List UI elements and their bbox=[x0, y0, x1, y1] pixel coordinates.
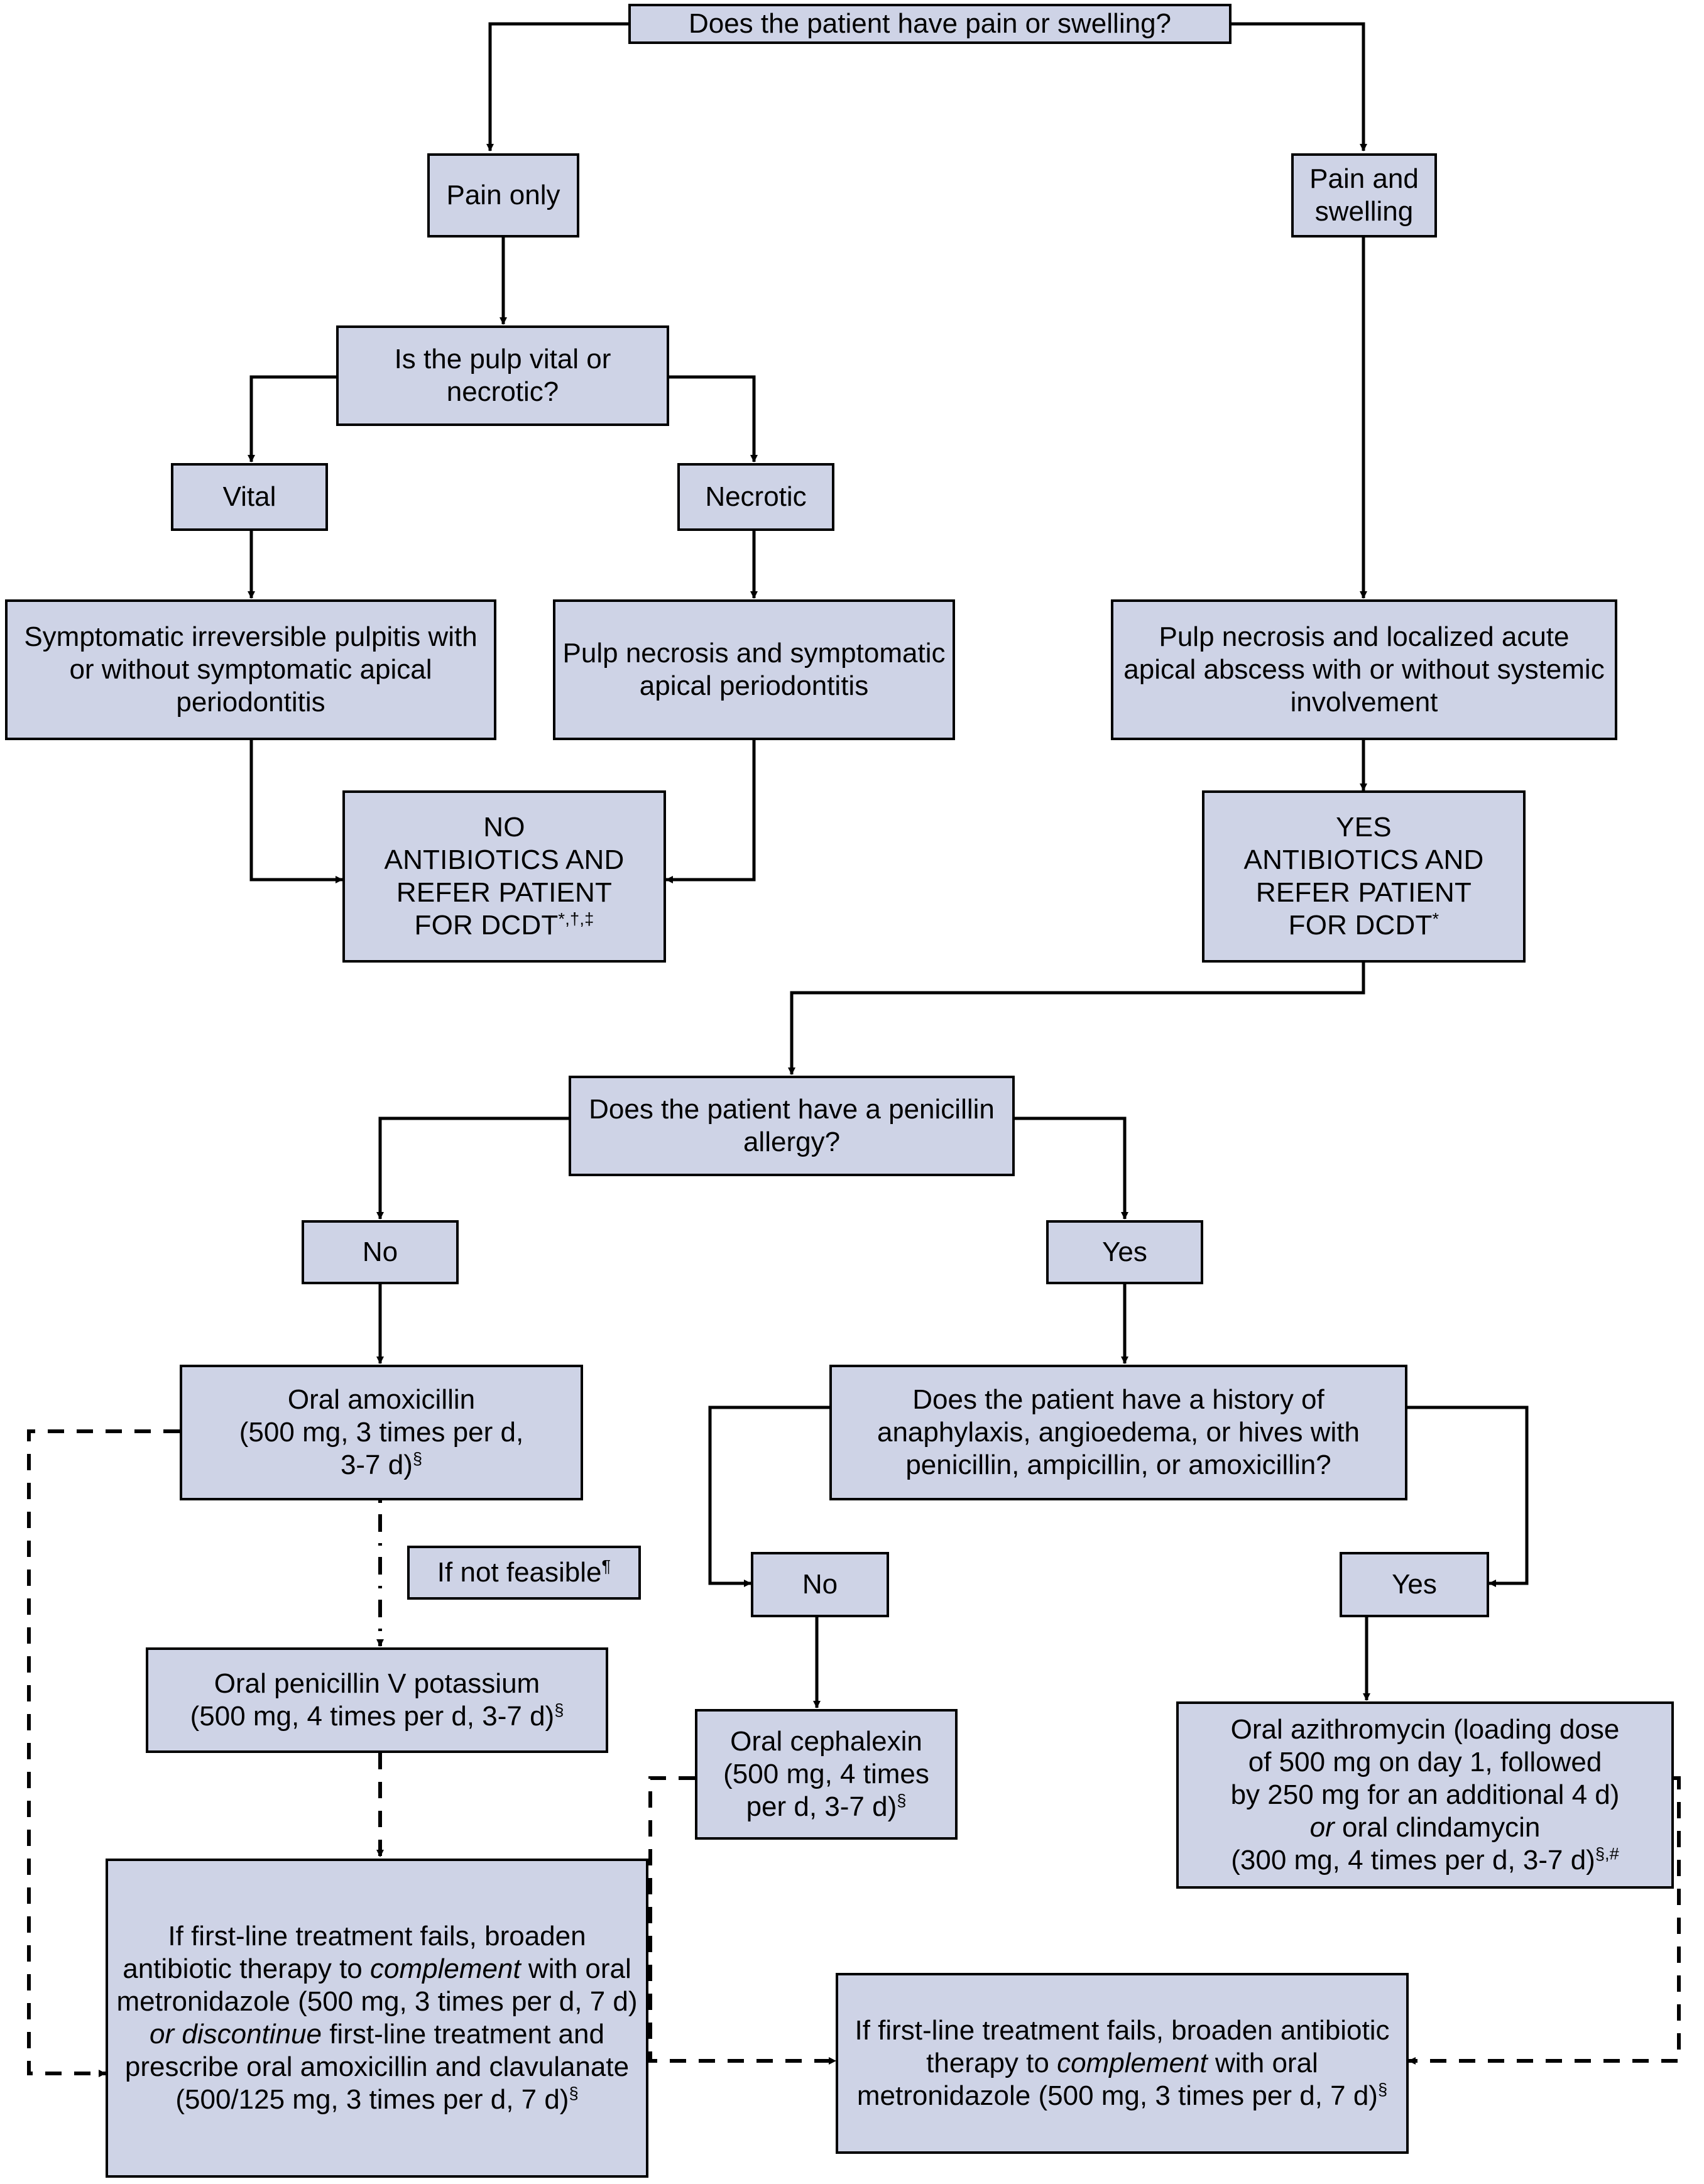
node-diagnosis-pulp-necrosis-sap[interactable]: Pulp necrosis and symptomatic apical per… bbox=[553, 599, 955, 740]
ceph-line-3: per d, 3-7 d) bbox=[746, 1791, 897, 1822]
node-allergy-no[interactable]: No bbox=[302, 1220, 459, 1284]
footnote-marker: § bbox=[554, 1700, 564, 1720]
yes-abx-line-1: YES bbox=[1336, 812, 1392, 843]
node-anaphylaxis-no[interactable]: No bbox=[751, 1552, 889, 1617]
node-allergy-yes[interactable]: Yes bbox=[1046, 1220, 1203, 1284]
node-label: NO ANTIBIOTICS AND REFER PATIENT FOR DCD… bbox=[351, 811, 657, 942]
fb-right-seg-2: with oral metronidazole (500 mg, 3 times… bbox=[856, 2048, 1378, 2111]
node-rx-penicillin-v-potassium[interactable]: Oral penicillin V potassium (500 mg, 4 t… bbox=[146, 1647, 608, 1753]
yes-abx-line-3: REFER PATIENT bbox=[1255, 877, 1472, 908]
node-label: No bbox=[362, 1237, 398, 1268]
node-label: Pain and swelling bbox=[1309, 163, 1419, 227]
node-vital[interactable]: Vital bbox=[171, 463, 328, 531]
no-abx-line-1: NO bbox=[483, 812, 525, 843]
azi-line-5: (300 mg, 4 times per d, 3-7 d) bbox=[1231, 1844, 1595, 1876]
footnote-marker: § bbox=[569, 2083, 579, 2103]
no-abx-line-4: FOR DCDT bbox=[414, 909, 559, 941]
node-diagnosis-acute-apical-abscess[interactable]: Pulp necrosis and localized acute apical… bbox=[1111, 599, 1617, 740]
node-label: Does the patient have a penicillin aller… bbox=[589, 1094, 995, 1157]
footnote-marker: *,†,‡ bbox=[558, 909, 594, 929]
node-question-pain-or-swelling[interactable]: Does the patient have pain or swelling? bbox=[628, 4, 1232, 44]
ceph-line-2: (500 mg, 4 times bbox=[723, 1759, 929, 1790]
node-label: If first-line treatment fails, broaden a… bbox=[844, 2014, 1400, 2112]
footnote-marker: ¶ bbox=[601, 1556, 611, 1576]
node-label: Vital bbox=[222, 481, 276, 513]
yes-abx-line-4: FOR DCDT bbox=[1288, 909, 1433, 941]
node-label: If first-line treatment fails, broaden a… bbox=[114, 1920, 640, 2116]
node-label: Necrotic bbox=[705, 481, 807, 513]
footnote-marker: § bbox=[412, 1448, 423, 1468]
node-label: YES ANTIBIOTICS AND REFER PATIENT FOR DC… bbox=[1211, 811, 1517, 942]
azi-line-3: by 250 mg for an additional 4 d) bbox=[1230, 1779, 1620, 1811]
node-label: Symptomatic irreversible pulpitis with o… bbox=[24, 621, 478, 718]
footnote-marker: * bbox=[1432, 909, 1439, 929]
fb-left-italic-2: or discontinue bbox=[150, 2019, 322, 2050]
node-label: Oral amoxicillin (500 mg, 3 times per d,… bbox=[188, 1384, 574, 1482]
node-if-not-feasible[interactable]: If not feasible¶ bbox=[407, 1546, 641, 1600]
pcnv-line-1: Oral penicillin V potassium bbox=[214, 1668, 540, 1700]
amox-line-2: (500 mg, 3 times per d, bbox=[239, 1417, 524, 1448]
node-label: No bbox=[802, 1569, 838, 1600]
footnote-marker: § bbox=[1377, 2079, 1388, 2099]
node-necrotic[interactable]: Necrotic bbox=[677, 463, 834, 531]
no-abx-line-2: ANTIBIOTICS AND bbox=[384, 844, 625, 876]
yes-abx-line-2: ANTIBIOTICS AND bbox=[1243, 844, 1484, 876]
node-fallback-broaden-right[interactable]: If first-line treatment fails, broaden a… bbox=[836, 1973, 1409, 2154]
node-label: Does the patient have a history of anaph… bbox=[877, 1384, 1360, 1480]
node-yes-antibiotics-refer[interactable]: YES ANTIBIOTICS AND REFER PATIENT FOR DC… bbox=[1202, 790, 1526, 963]
node-pain-and-swelling[interactable]: Pain and swelling bbox=[1291, 153, 1437, 238]
footnote-marker: § bbox=[897, 1790, 907, 1810]
fb-left-italic-1: complement bbox=[370, 1953, 521, 1985]
node-pain-only[interactable]: Pain only bbox=[427, 153, 579, 238]
node-diagnosis-irreversible-pulpitis[interactable]: Symptomatic irreversible pulpitis with o… bbox=[5, 599, 496, 740]
node-question-anaphylaxis-history[interactable]: Does the patient have a history of anaph… bbox=[829, 1365, 1407, 1500]
node-rx-amoxicillin[interactable]: Oral amoxicillin (500 mg, 3 times per d,… bbox=[180, 1365, 583, 1500]
node-label: Oral azithromycin (loading dose of 500 m… bbox=[1185, 1713, 1665, 1877]
azi-line-4-italic: or bbox=[1309, 1811, 1335, 1843]
fb-right-seg-1: If first-line treatment fails, broaden a… bbox=[855, 2015, 1390, 2079]
node-label: Is the pulp vital or necrotic? bbox=[394, 344, 611, 407]
azi-line-1: Oral azithromycin (loading dose bbox=[1230, 1714, 1620, 1745]
node-rx-cephalexin[interactable]: Oral cephalexin (500 mg, 4 times per d, … bbox=[695, 1709, 958, 1840]
node-label: Yes bbox=[1102, 1237, 1147, 1268]
pcnv-line-2: (500 mg, 4 times per d, 3-7 d) bbox=[190, 1701, 555, 1732]
no-abx-line-3: REFER PATIENT bbox=[396, 877, 613, 908]
node-rx-azithromycin-clindamycin[interactable]: Oral azithromycin (loading dose of 500 m… bbox=[1176, 1701, 1674, 1889]
azi-line-2: of 500 mg on day 1, followed bbox=[1248, 1747, 1602, 1778]
node-label: Yes bbox=[1392, 1569, 1437, 1600]
ceph-line-1: Oral cephalexin bbox=[730, 1726, 922, 1757]
amox-line-3: 3-7 d) bbox=[340, 1449, 413, 1480]
if-not-feasible-text: If not feasible bbox=[437, 1557, 602, 1588]
node-label: Pulp necrosis and symptomatic apical per… bbox=[562, 638, 946, 701]
node-label: Oral penicillin V potassium (500 mg, 4 t… bbox=[155, 1668, 599, 1733]
node-question-penicillin-allergy[interactable]: Does the patient have a penicillin aller… bbox=[569, 1076, 1015, 1176]
amox-line-1: Oral amoxicillin bbox=[287, 1384, 476, 1416]
footnote-marker: §,# bbox=[1595, 1843, 1619, 1864]
azi-line-4-rest: oral clindamycin bbox=[1334, 1811, 1541, 1843]
fb-right-italic-1: complement bbox=[1057, 2048, 1208, 2079]
node-label: Does the patient have pain or swelling? bbox=[688, 8, 1172, 40]
node-label: Pain only bbox=[446, 180, 560, 211]
node-question-pulp-vital-or-necrotic[interactable]: Is the pulp vital or necrotic? bbox=[336, 325, 669, 426]
node-label: Pulp necrosis and localized acute apical… bbox=[1123, 621, 1605, 718]
node-label: Oral cephalexin (500 mg, 4 times per d, … bbox=[704, 1725, 949, 1823]
fb-left-seg-3: first-line treatment and prescribe oral … bbox=[124, 2019, 630, 2115]
fb-left-seg-2: with oral metronidazole (500 mg, 3 times… bbox=[116, 1953, 638, 2017]
node-fallback-broaden-left[interactable]: If first-line treatment fails, broaden a… bbox=[106, 1859, 648, 2178]
node-anaphylaxis-yes[interactable]: Yes bbox=[1340, 1552, 1489, 1617]
node-no-antibiotics-refer[interactable]: NO ANTIBIOTICS AND REFER PATIENT FOR DCD… bbox=[342, 790, 666, 963]
node-label: If not feasible¶ bbox=[416, 1556, 632, 1589]
